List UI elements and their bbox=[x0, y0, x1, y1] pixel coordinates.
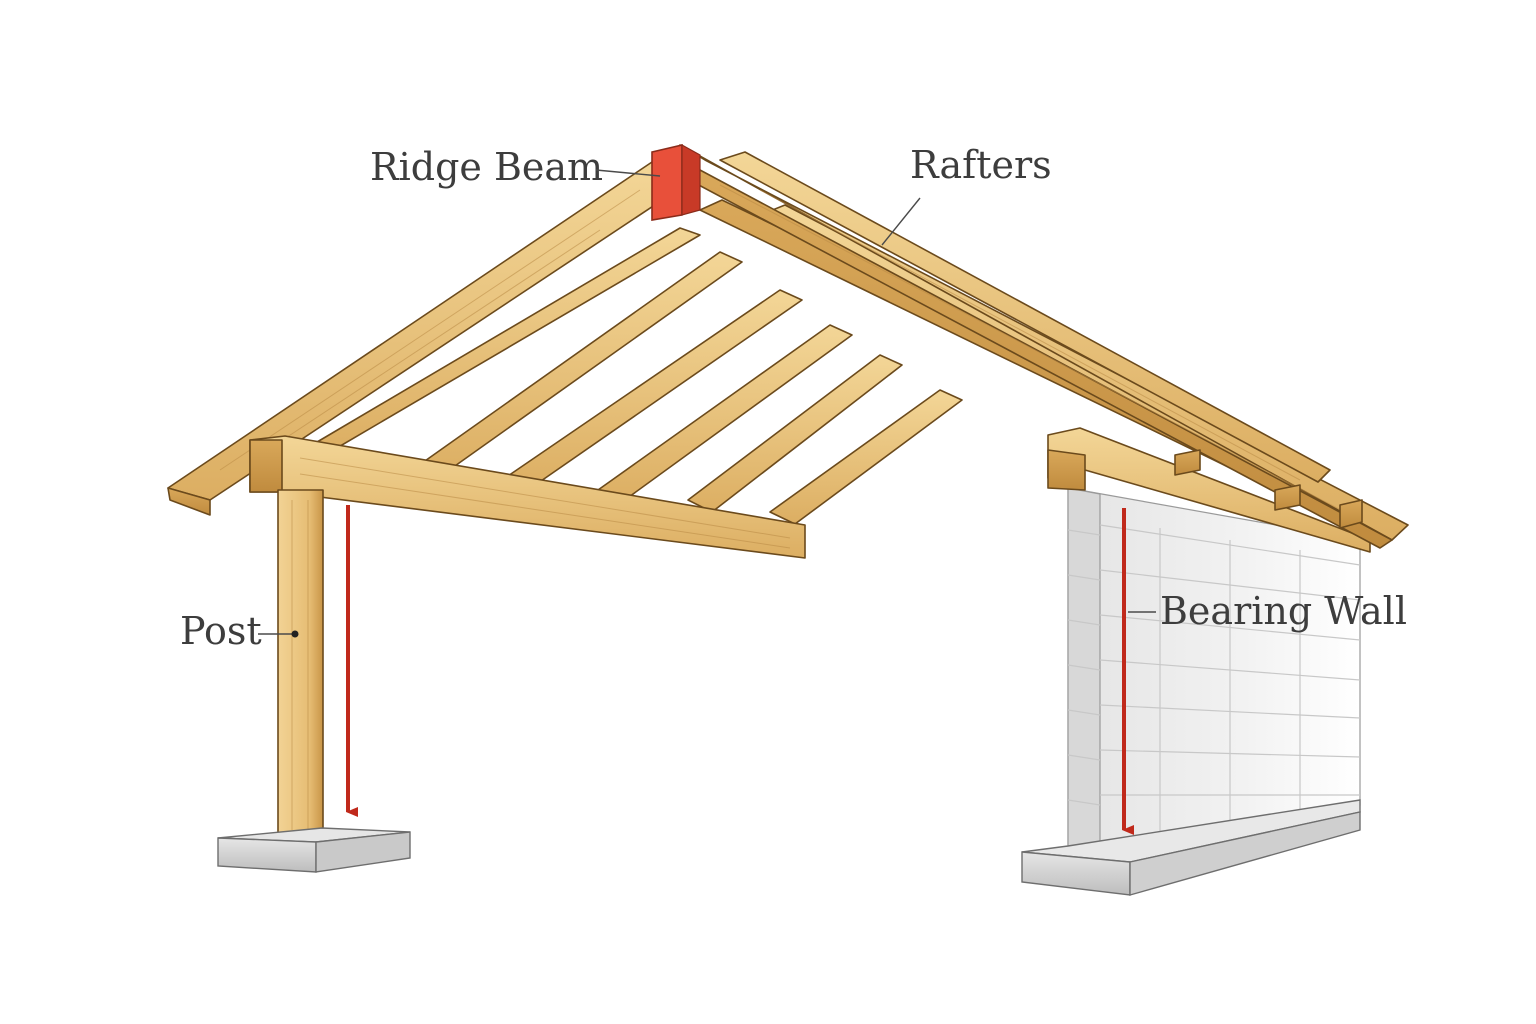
post-callout: Post bbox=[180, 609, 299, 653]
right-rafters bbox=[679, 144, 1409, 549]
ridge-beam-label: Ridge Beam bbox=[370, 145, 603, 189]
wall-block-courses bbox=[1067, 524, 1361, 850]
interior-rafters bbox=[311, 227, 963, 525]
load-arrows bbox=[346, 505, 1134, 835]
wall-footing bbox=[1021, 799, 1361, 896]
bearing-wall-callout: Bearing Wall bbox=[1128, 589, 1407, 633]
post bbox=[277, 489, 324, 836]
post-label: Post bbox=[180, 609, 262, 653]
wall-top-plate bbox=[1047, 427, 1371, 553]
rafters-callout: Rafters bbox=[881, 143, 1052, 246]
tie-beam bbox=[249, 435, 806, 559]
ridge-beam-callout: Ridge Beam bbox=[370, 145, 661, 189]
rafters-label: Rafters bbox=[910, 143, 1052, 187]
bearing-wall bbox=[1067, 487, 1361, 859]
ridge-beam bbox=[651, 143, 701, 221]
post-footing bbox=[217, 827, 411, 873]
bearing-wall-label: Bearing Wall bbox=[1160, 589, 1407, 633]
